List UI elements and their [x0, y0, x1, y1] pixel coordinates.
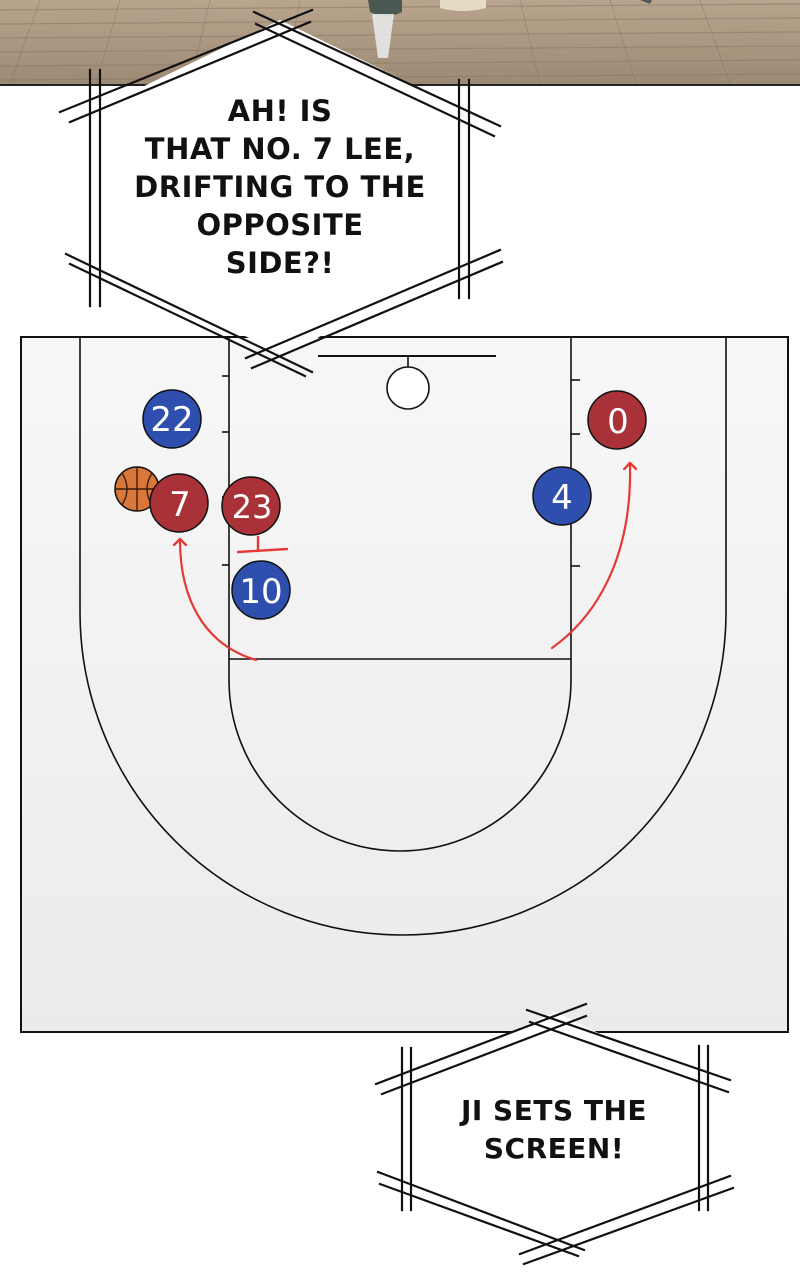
court-panel: [20, 336, 789, 1033]
player-marker-23: 23: [221, 476, 281, 536]
player-number: 4: [551, 478, 573, 518]
speech-text-top: AH! IS THAT NO. 7 LEE, DRIFTING TO THE O…: [134, 94, 426, 280]
screen-mark: [236, 535, 289, 554]
speech-bubble-bottom: [374, 1002, 735, 1266]
player-number: 0: [607, 402, 629, 442]
wood-floor-art: [0, 0, 800, 84]
speech-text-bottom: JI SETS THE SCREEN!: [460, 1094, 648, 1165]
player-marker-0: 0: [587, 390, 647, 450]
movement-arrows: [180, 464, 630, 662]
player-marker-10: 10: [231, 560, 291, 620]
wood-floor-panel: [0, 0, 800, 86]
player-number: 10: [239, 572, 282, 612]
player-marker-22: 22: [142, 389, 202, 449]
player-marker-7: 7: [149, 473, 209, 533]
arrow-player-7: [180, 540, 258, 662]
hoop: [386, 366, 430, 410]
player-number: 7: [169, 485, 191, 525]
shoe-shape: [368, 0, 402, 16]
speech-bubble-top: [58, 8, 504, 378]
player-number: 23: [232, 488, 273, 526]
arrow-player-0: [550, 464, 630, 650]
player-marker-4: 4: [532, 466, 592, 526]
player-number: 22: [150, 400, 193, 440]
